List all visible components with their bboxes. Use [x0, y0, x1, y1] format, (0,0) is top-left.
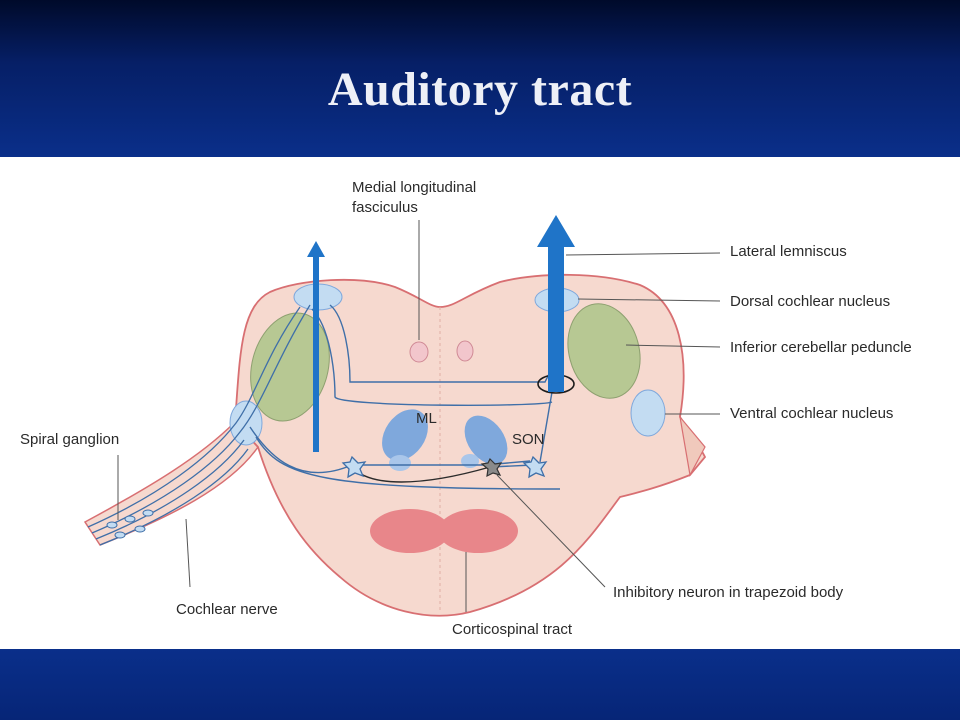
label-ml: ML: [416, 410, 437, 427]
left-small-nucleus: [389, 455, 411, 471]
label-corticospinal-tract: Corticospinal tract: [452, 621, 573, 638]
lateral-lemniscus-arrow: [537, 215, 575, 392]
label-dorsal-cochlear-nucleus: Dorsal cochlear nucleus: [730, 293, 891, 310]
slide-title: Auditory tract: [327, 63, 633, 116]
right-mlf: [456, 340, 474, 362]
left-mlf: [409, 341, 429, 363]
label-mlf-line2: fasciculus: [352, 199, 418, 216]
title-band: [0, 0, 960, 157]
right-tip: [679, 414, 706, 477]
right-ventral-cochlear-nucleus: [630, 389, 666, 437]
spiral-ganglion-cells: [106, 509, 154, 539]
right-corticospinal-tract: [438, 509, 518, 553]
label-ventral-cochlear-nucleus: Ventral cochlear nucleus: [730, 405, 894, 422]
label-lateral-lemniscus: Lateral lemniscus: [730, 243, 847, 260]
right-medial-lemniscus: [464, 415, 508, 465]
cochlear-nerve-fibers: [87, 304, 311, 546]
leader-lines: [117, 220, 721, 612]
label-mlf-line1: Medial longitudinal: [352, 179, 477, 196]
auditory-diagram: Medial longitudinal fasciculus Lateral l…: [0, 157, 960, 649]
left-medial-lemniscus: [382, 409, 428, 461]
right-inferior-cerebellar-peduncle: [567, 303, 641, 399]
right-small-nucleus: [461, 454, 479, 468]
label-son: SON: [512, 431, 545, 448]
bottom-band: [0, 649, 960, 720]
label-cochlear-nerve: Cochlear nerve: [176, 601, 278, 618]
label-inferior-cerebellar-peduncle: Inferior cerebellar peduncle: [730, 339, 912, 356]
brainstem-section-svg: [83, 215, 721, 617]
left-corticospinal-tract: [370, 509, 450, 553]
label-inhibitory-neuron: Inhibitory neuron in trapezoid body: [613, 584, 844, 601]
neuron-right-son: [522, 455, 548, 479]
neuron-left-son: [341, 455, 367, 479]
left-ascending-tract: [307, 241, 325, 452]
son-to-lemniscus: [539, 391, 553, 463]
label-spiral-ganglion: Spiral ganglion: [20, 431, 120, 448]
neuron-trapezoid-inhibitory: [480, 457, 503, 478]
